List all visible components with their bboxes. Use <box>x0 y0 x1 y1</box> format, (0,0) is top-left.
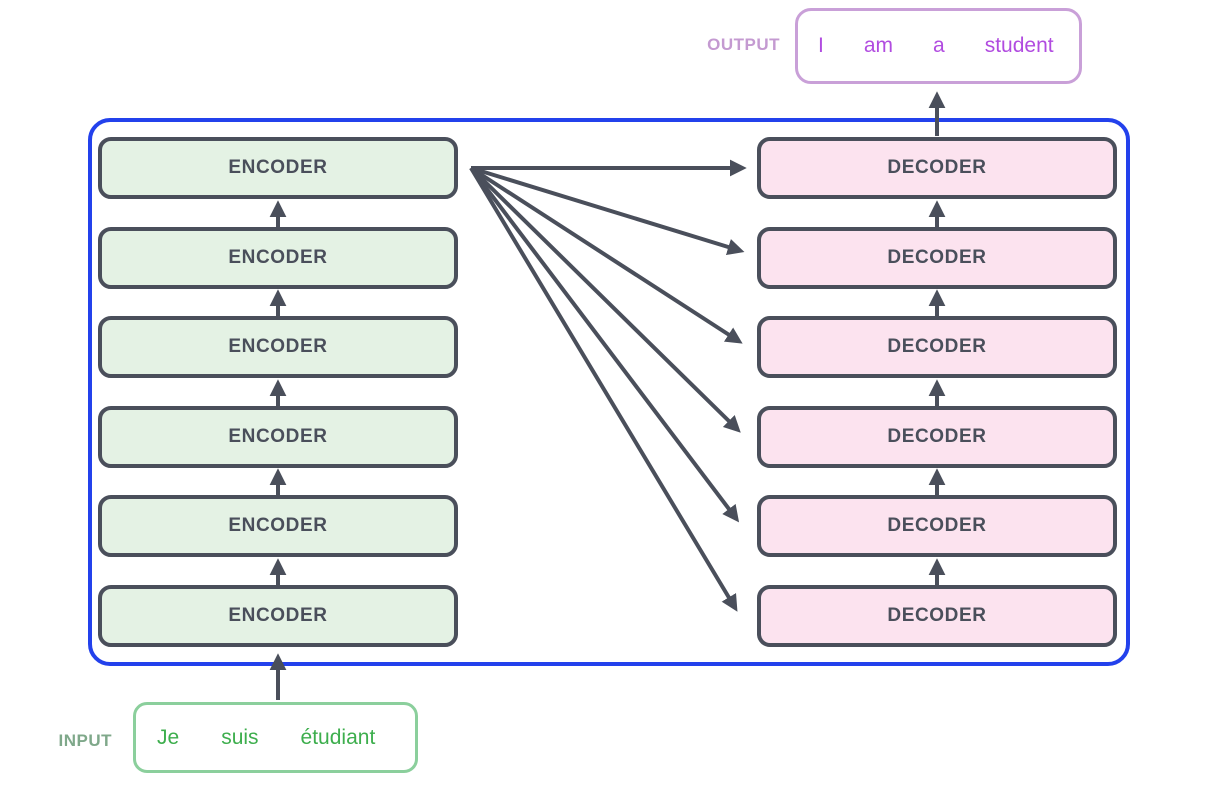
decoder-box: DECODER <box>757 495 1117 557</box>
input-word: suis <box>221 725 259 749</box>
transformer-container-box <box>88 118 1130 666</box>
decoder-label: DECODER <box>887 336 987 357</box>
decoder-box: DECODER <box>757 406 1117 468</box>
output-sentence-box: I am a student <box>795 8 1082 84</box>
encoder-label: ENCODER <box>228 157 328 178</box>
encoder-box: ENCODER <box>98 137 458 199</box>
encoder-label: ENCODER <box>228 515 328 536</box>
decoder-label: DECODER <box>887 426 987 447</box>
encoder-box: ENCODER <box>98 227 458 289</box>
encoder-label: ENCODER <box>228 336 328 357</box>
encoder-box: ENCODER <box>98 406 458 468</box>
input-word: Je <box>157 725 180 749</box>
decoder-label: DECODER <box>887 157 987 178</box>
decoder-box: DECODER <box>757 585 1117 647</box>
input-label: INPUT <box>58 731 112 750</box>
encoder-label: ENCODER <box>228 247 328 268</box>
decoder-box: DECODER <box>757 227 1117 289</box>
output-word: I <box>818 34 824 57</box>
input-word: étudiant <box>300 725 376 749</box>
output-word: a <box>933 34 945 57</box>
output-label: OUTPUT <box>707 35 780 54</box>
encoder-box: ENCODER <box>98 495 458 557</box>
encoder-label: ENCODER <box>228 426 328 447</box>
encoder-box: ENCODER <box>98 585 458 647</box>
output-word: am <box>863 34 894 57</box>
decoder-label: DECODER <box>887 515 987 536</box>
decoder-label: DECODER <box>887 605 987 626</box>
decoder-label: DECODER <box>887 247 987 268</box>
output-word: student <box>984 34 1054 57</box>
decoder-box: DECODER <box>757 316 1117 378</box>
encoder-label: ENCODER <box>228 605 328 626</box>
decoder-box: DECODER <box>757 137 1117 199</box>
input-sentence-box: Je suis étudiant <box>133 702 418 773</box>
encoder-box: ENCODER <box>98 316 458 378</box>
